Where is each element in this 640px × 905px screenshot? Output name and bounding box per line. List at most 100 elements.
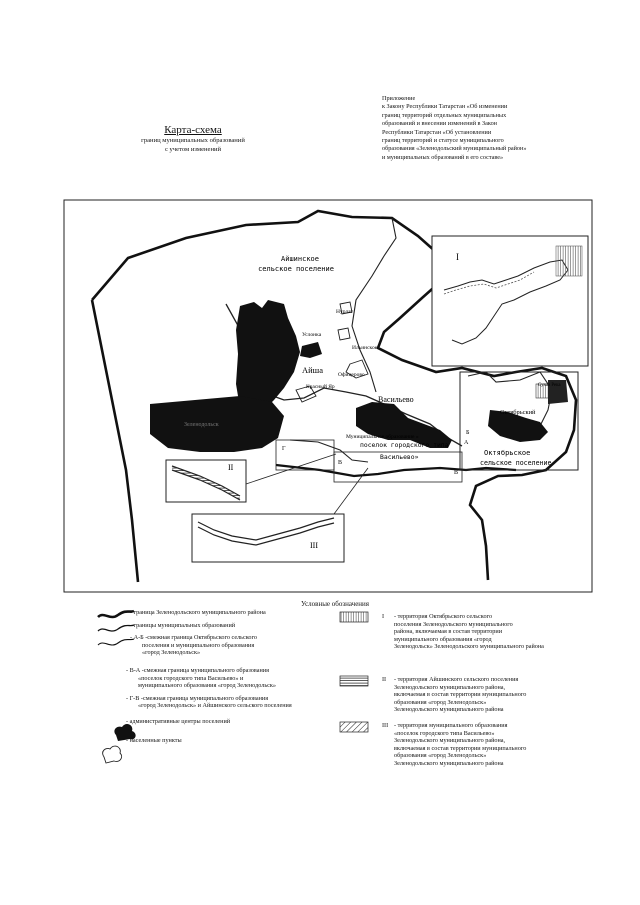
district-boundary-west xyxy=(90,299,140,583)
legend-symbols-left xyxy=(97,609,136,764)
label-sukhaya-reka: Сухая Река xyxy=(538,383,561,388)
legend-territory-iii-line: - территория муниципального образования xyxy=(394,722,508,729)
label-point-v: В xyxy=(454,470,458,476)
legend-territory-iii-line: образования «город Зеленодольск» xyxy=(394,752,487,760)
zoom-box xyxy=(333,451,463,483)
legend-num-ii: II xyxy=(382,676,387,683)
label-nurlat: Нурлат xyxy=(336,309,353,315)
zelenodolsk-west-area xyxy=(150,396,284,452)
legend-territory-iii-icon xyxy=(339,721,369,733)
krasny-yar-settlement xyxy=(295,385,317,403)
legend-item-ab-cont: поселения и муниципального образования xyxy=(142,641,255,649)
legend-territory-ii-line: включаемая в состав территории муниципал… xyxy=(394,691,527,699)
label-oktyabrskoe-2: сельское поселение xyxy=(480,459,551,467)
sukhaya-reka-marker xyxy=(548,380,568,404)
label-vasilevo: Васильево xyxy=(378,395,414,404)
river-line xyxy=(275,463,517,478)
appendix-line: границ территорий и статусе муниципально… xyxy=(382,137,504,145)
legend-item-va: - В-А -смежная граница муниципального об… xyxy=(126,667,269,674)
ilinskoe-settlement xyxy=(337,327,351,341)
legend-left: - граница Зеленодольского муниципального… xyxy=(130,609,300,657)
map-title-block: Карта-схема границ муниципальных образов… xyxy=(118,124,268,154)
legend-territory-i-line: - территория Октябрьского сельского xyxy=(394,613,493,620)
label-aishinskoe: Айшинское xyxy=(281,255,319,263)
inset-iii-leader xyxy=(333,467,369,515)
legend-item-ab: - А-Б -смежная граница Октябрьского сель… xyxy=(130,634,258,642)
legend-ab-border-icon xyxy=(97,638,135,646)
legend-district-border-icon xyxy=(97,609,135,619)
legend-item-settlements: - населенные пункты xyxy=(126,736,182,744)
legend-settlement-icon xyxy=(102,745,123,764)
legend-territory-iii-line: Зеленодольского муниципального района xyxy=(394,759,504,767)
legend-territory-i-icon xyxy=(339,611,369,623)
label-inset-ii: II xyxy=(228,463,234,472)
label-oktyabrskoe: Октябрьское xyxy=(484,449,530,457)
oktyabrsky-settlement xyxy=(488,410,548,442)
inset-i-territory xyxy=(555,245,583,277)
legend-territory-ii-line: образования «город Зеленодольск» xyxy=(394,698,487,706)
inset-ii-territory xyxy=(172,466,240,500)
label-point-g: Г xyxy=(282,446,286,452)
inset-iii-line xyxy=(197,522,335,546)
label-posyolok: поселок городского типа xyxy=(360,441,449,449)
legend-territory-ii-icon xyxy=(339,675,369,687)
legend-left-va: - В-А -смежная граница муниципального об… xyxy=(126,667,336,744)
label-point-b: Б xyxy=(466,430,470,436)
appendix-line: границ территорий отдельных муниципальны… xyxy=(382,111,507,119)
appendix-note: Приложение к Закону Республики Татарстан… xyxy=(382,95,572,162)
uslonka-settlement xyxy=(300,342,322,358)
map-subtitle-2: с учетом изменений xyxy=(164,145,222,153)
oktyabrsky-frame xyxy=(459,371,579,471)
legend-territory-i-line: поселения Зеленодольского муниципального xyxy=(394,620,513,628)
appendix-line: образования «Зеленодольский муниципальны… xyxy=(382,145,527,153)
legend-municipal-border-icon xyxy=(97,624,135,632)
appendix-line: образований и внесении изменений в Закон xyxy=(382,120,497,128)
municipal-border xyxy=(351,217,397,393)
legend-territory-ii-line: Зеленодольского муниципального района, xyxy=(394,683,506,691)
ofitserovo-settlement xyxy=(345,359,369,379)
label-krasny-yar: Красный Яр xyxy=(306,383,335,390)
district-map: Айшинское сельское поселение Нурлат Усло… xyxy=(63,199,593,593)
label-zelenodolsk: Зеленодольск xyxy=(184,422,219,428)
legend-item-va-cont: «поселок городского типа Васильево» и xyxy=(138,674,244,682)
appendix-line: и муниципальных образований в его состав… xyxy=(382,153,504,161)
nurlat-settlement xyxy=(339,301,353,315)
appendix-line: Республики Татарстан «Об установлении xyxy=(382,128,492,136)
label-posyolok-2: Васильево» xyxy=(380,453,419,461)
legend-item-va-cont: муниципального образования «город Зелено… xyxy=(138,682,276,690)
legend-item-ab-cont: «город Зеленодольск» xyxy=(142,649,201,657)
appendix-line: к Закону Республики Татарстан «Об измене… xyxy=(382,103,508,111)
district-boundary xyxy=(91,209,578,581)
legend-territory-ii-line: - территория Айшинского сельского поселе… xyxy=(394,676,519,683)
legend-territory-iii-line: Зеленодольского муниципального района, xyxy=(394,737,506,745)
legend-territory-iii: - территория муниципального образования … xyxy=(394,722,594,768)
label-inset-i: I xyxy=(456,252,459,262)
label-ilinskoe: Ильинское xyxy=(352,345,378,351)
legend-territory-iii-line: включаемая в состав территории муниципал… xyxy=(394,744,527,752)
legend-territory-iii-line: «поселок городского типа Васильево» xyxy=(394,729,495,737)
legend-item-gv-cont: «город Зеленодольск» и Айшинского сельск… xyxy=(138,702,292,710)
label-oktyabrsky: Октябрьский xyxy=(500,409,536,416)
legend-territory-ii-line: Зеленодольского муниципального района xyxy=(394,706,504,714)
legend-title: Условные обозначения xyxy=(300,600,370,608)
legend-item-municipal-border: - границы муниципальных образований xyxy=(130,621,236,629)
legend-territory-ii: - территория Айшинского сельского поселе… xyxy=(394,676,594,714)
legend-admin-center-icon xyxy=(114,724,136,741)
legend-num-i: I xyxy=(382,613,385,620)
inset-iii-line xyxy=(197,517,335,541)
label-munobr: Муниципальное образование « xyxy=(346,433,419,440)
legend-territory-i-line: Зеленодольск» Зеленодольского муниципаль… xyxy=(394,643,544,651)
label-point-v-2: В xyxy=(338,460,342,466)
legend-item-admin-centers: - административные центры поселений xyxy=(126,717,231,725)
label-point-a: А xyxy=(464,440,469,446)
label-inset-iii: III xyxy=(310,541,318,550)
map-frame xyxy=(63,199,593,593)
legend-item-gv: - Г-В -смежная граница муниципального об… xyxy=(126,694,269,702)
legend-territory-i-line: муниципального образования «город xyxy=(394,635,492,643)
legend-territory-i: - территория Октябрьского сельского посе… xyxy=(394,613,594,651)
legend-territory-i-line: района, включаемая в состав территории xyxy=(394,628,502,636)
map-subtitle-1: границ муниципальных образований xyxy=(141,137,245,144)
label-aishinskoe-2: сельское поселение xyxy=(258,265,334,273)
label-uslonka: Услонка xyxy=(302,332,322,338)
legend-item-district-border: - граница Зеленодольского муниципального… xyxy=(130,609,266,616)
